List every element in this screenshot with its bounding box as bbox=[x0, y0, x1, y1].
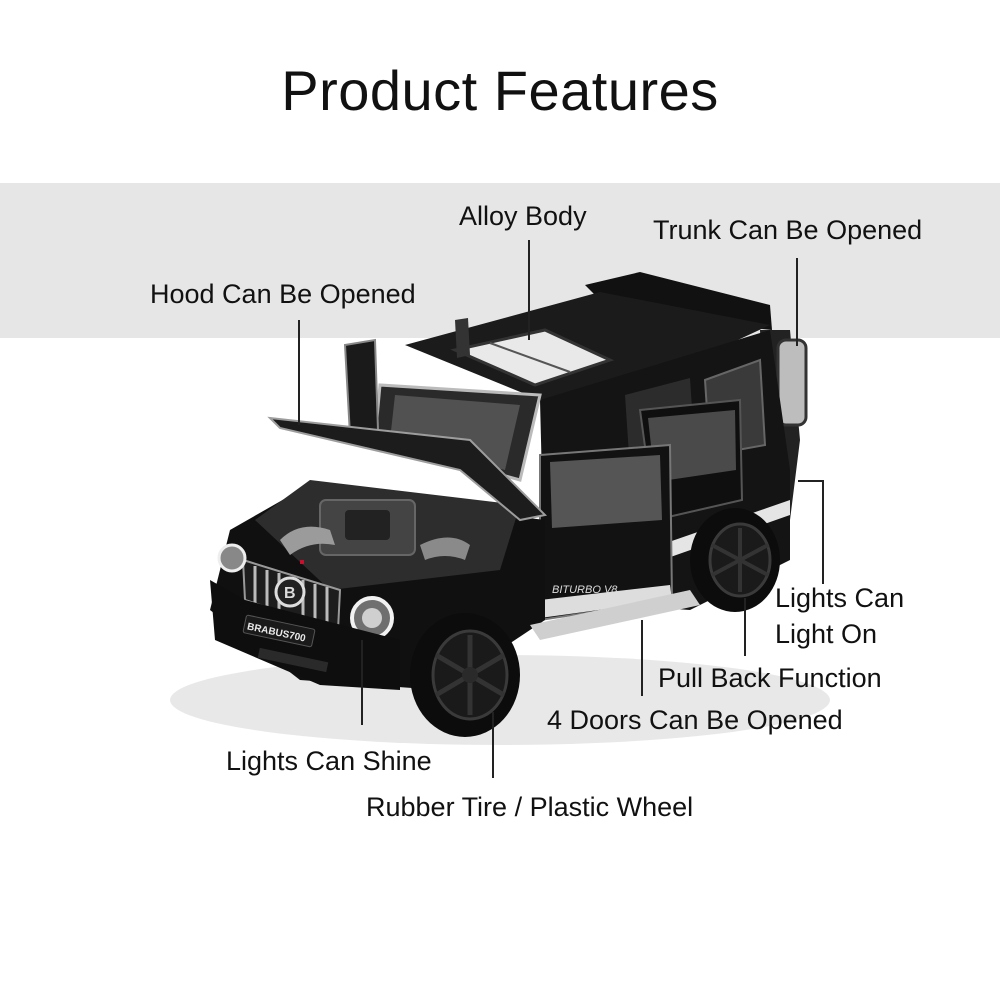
label-trunk: Trunk Can Be Opened bbox=[653, 215, 923, 245]
leader-line-alloy-body bbox=[528, 240, 530, 340]
label-lights-on: Lights Can Light On bbox=[775, 583, 905, 649]
leader-line-lights-shine bbox=[361, 640, 363, 725]
label-alloy-body: Alloy Body bbox=[459, 201, 587, 231]
door-badge: BITURBO V8 bbox=[552, 584, 618, 596]
label-tire-wheel: Rubber Tire / Plastic Wheel bbox=[366, 792, 694, 822]
leader-line-trunk bbox=[796, 258, 798, 346]
leader-line-pull-back bbox=[744, 598, 746, 656]
label-pull-back: Pull Back Function bbox=[658, 663, 882, 693]
header-band bbox=[0, 183, 1000, 338]
label-hood: Hood Can Be Opened bbox=[150, 279, 416, 309]
leader-line-hood bbox=[298, 320, 300, 425]
leader-line-lights-on-h bbox=[798, 480, 824, 482]
leader-line-doors bbox=[641, 620, 643, 696]
leader-line-tire bbox=[492, 712, 494, 778]
page-title: Product Features bbox=[281, 59, 719, 122]
label-doors: 4 Doors Can Be Opened bbox=[547, 705, 843, 735]
svg-text:B: B bbox=[284, 585, 296, 602]
label-lights-shine: Lights Can Shine bbox=[226, 746, 432, 776]
leader-line-lights-on-v bbox=[822, 480, 824, 584]
